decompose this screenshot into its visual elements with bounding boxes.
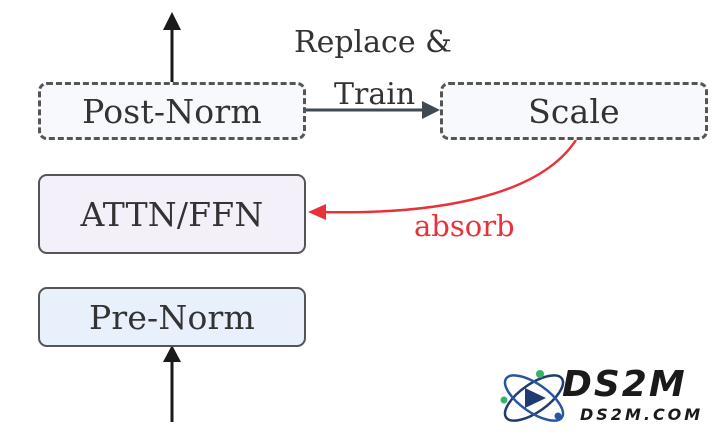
replace-label: Replace & — [294, 25, 452, 60]
post-norm-label: Post-Norm — [82, 91, 262, 131]
pre-norm-label: Pre-Norm — [88, 297, 256, 337]
watermark-domain: DS2M.COM — [580, 405, 704, 424]
post-norm-node: Post-Norm — [38, 82, 306, 140]
absorb-arrow — [319, 139, 578, 214]
output-arrow-head — [163, 12, 181, 30]
watermark-brand: DS2M — [562, 364, 687, 405]
atom-icon — [500, 370, 565, 422]
scale-node: Scale — [440, 82, 708, 140]
pre-norm-node: Pre-Norm — [38, 287, 306, 347]
attn-ffn-label: ATTN/FFN — [80, 194, 264, 234]
replace-train-arrow-head — [422, 101, 440, 119]
train-label: Train — [334, 77, 416, 112]
attn-ffn-node: ATTN/FFN — [38, 174, 306, 254]
input-arrow-head — [163, 345, 181, 362]
absorb-label: absorb — [414, 209, 515, 243]
scale-label: Scale — [528, 91, 620, 131]
absorb-arrow-head — [308, 204, 326, 220]
